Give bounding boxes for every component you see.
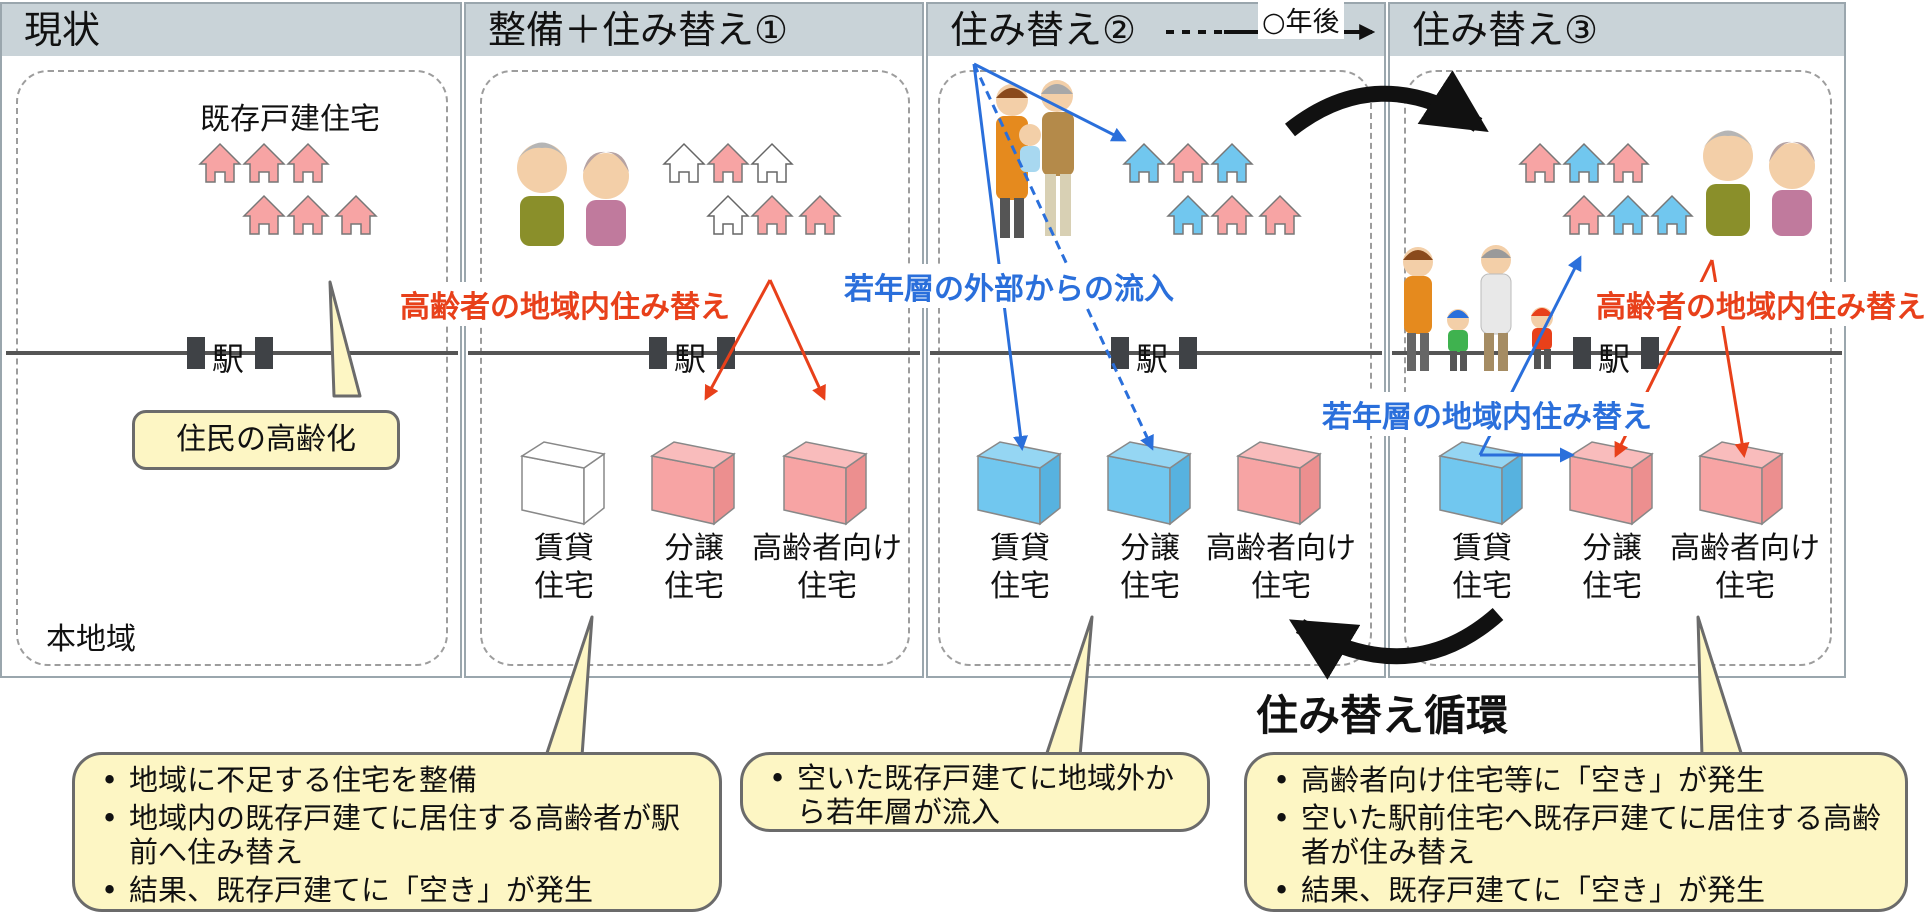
- senior-housing-label: 高齢者向け住宅: [752, 531, 902, 604]
- building-icon: [976, 441, 1062, 526]
- step1-callout: 地域に不足する住宅を整備 地域内の既存戸建てに居住する高齢者が駅前へ住み替え 結…: [72, 752, 722, 912]
- region-label: 本地域: [46, 622, 136, 657]
- house-icon: [1606, 194, 1650, 235]
- callout-item: 地域に不足する住宅を整備: [85, 763, 703, 797]
- house-icon: [706, 194, 750, 235]
- building-icon: [520, 441, 606, 526]
- panel-title: 現状: [2, 4, 460, 56]
- house-icon: [1562, 194, 1606, 235]
- step3-callout: 高齢者向け住宅等に「空き」が発生 空いた駅前住宅へ既存戸建てに居住する高齢者が住…: [1244, 752, 1908, 912]
- senior-housing-label: 高齢者向け住宅: [1206, 531, 1356, 604]
- rental-housing-label: 賃貸住宅: [990, 531, 1050, 604]
- station-label: 駅: [212, 340, 245, 378]
- house-icon: [1650, 194, 1694, 235]
- house-icon: [286, 142, 330, 183]
- house-icon: [1166, 142, 1210, 183]
- house-icon: [242, 142, 286, 183]
- house-icon: [1210, 194, 1254, 235]
- condo-housing-label: 分譲住宅: [1120, 531, 1180, 604]
- panel-step1: 整備＋住み替え①: [464, 2, 924, 678]
- station-label: 駅: [1136, 340, 1169, 378]
- step2-callout: 空いた既存戸建てに地域外から若年層が流入: [740, 752, 1210, 832]
- callout-pointer: [1044, 615, 1094, 758]
- house-icon: [750, 194, 794, 235]
- timeline-label: ○年後: [1258, 0, 1344, 39]
- house-icon: [798, 194, 842, 235]
- house-icon: [706, 142, 750, 183]
- region-area: [938, 70, 1372, 666]
- youth-inflow-label: 若年層の外部からの流入: [844, 264, 1174, 308]
- building-icon: [1236, 441, 1322, 526]
- aging-callout-text: 住民の高齢化: [176, 422, 356, 457]
- elderly-relocation-label: 高齢者の地域内住み替え: [1596, 282, 1926, 326]
- panel-current: 現状: [0, 2, 462, 678]
- station-marker: [187, 337, 1659, 369]
- building-icon: [650, 441, 736, 526]
- house-icon: [1122, 142, 1166, 183]
- callout-item: 空いた既存戸建てに地域外から若年層が流入: [753, 761, 1191, 829]
- house-icon: [242, 194, 286, 235]
- rental-housing-label: 賃貸住宅: [1452, 531, 1512, 604]
- elderly-couple-icon: [1703, 130, 1815, 236]
- condo-housing-label: 分譲住宅: [664, 531, 724, 604]
- panel-title: 整備＋住み替え①: [466, 4, 922, 56]
- panel-title: 住み替え③: [1390, 4, 1844, 56]
- callout-pointer: [544, 615, 594, 758]
- elderly-relocation-label: 高齢者の地域内住み替え: [400, 282, 730, 326]
- house-icon: [334, 194, 378, 235]
- region-area: [480, 70, 910, 666]
- cycle-arrow-bottom: [1289, 607, 1504, 680]
- building-icon: [1568, 441, 1654, 526]
- house-icon: [198, 142, 242, 183]
- aging-callout: 住民の高齢化: [132, 410, 400, 470]
- condo-housing-label: 分譲住宅: [1582, 531, 1642, 604]
- youth-relocation-label: 若年層の地域内住み替え: [1322, 392, 1652, 436]
- house-icon: [750, 142, 794, 183]
- house-icon: [1518, 142, 1562, 183]
- senior-housing-label: 高齢者向け住宅: [1670, 531, 1820, 604]
- callout-item: 高齢者向け住宅等に「空き」が発生: [1257, 763, 1889, 797]
- elderly-couple-icon: [517, 142, 629, 246]
- house-icon: [1606, 142, 1650, 183]
- callout-item: 結果、既存戸建てに「空き」が発生: [1257, 873, 1889, 907]
- callout-pointer: [328, 280, 362, 398]
- house-icon: [1210, 142, 1254, 183]
- region-area: [1404, 70, 1832, 666]
- existing-houses-label: 既存戸建住宅: [200, 102, 380, 137]
- house-icon: [662, 142, 706, 183]
- cycle-label: 住み替え循環: [1256, 691, 1509, 740]
- building-icon: [782, 441, 868, 526]
- house-icons: [198, 142, 1694, 235]
- station-label: 駅: [1598, 340, 1631, 378]
- house-icon: [1258, 194, 1302, 235]
- rental-housing-label: 賃貸住宅: [534, 531, 594, 604]
- building-icon: [1106, 441, 1192, 526]
- station-label: 駅: [674, 340, 707, 378]
- house-icon: [1166, 194, 1210, 235]
- callout-pointer: [1696, 615, 1744, 758]
- callout-item: 空いた駅前住宅へ既存戸建てに居住する高齢者が住み替え: [1257, 801, 1889, 869]
- callout-item: 結果、既存戸建てに「空き」が発生: [85, 873, 703, 907]
- house-icon: [1562, 142, 1606, 183]
- cycle-arrow-top: [1285, 70, 1489, 137]
- house-icon: [286, 194, 330, 235]
- building-icons: [520, 441, 1784, 526]
- region-area: [16, 70, 448, 666]
- callout-item: 地域内の既存戸建てに居住する高齢者が駅前へ住み替え: [85, 801, 703, 869]
- young-family-icon: [996, 80, 1074, 238]
- building-icon: [1698, 441, 1784, 526]
